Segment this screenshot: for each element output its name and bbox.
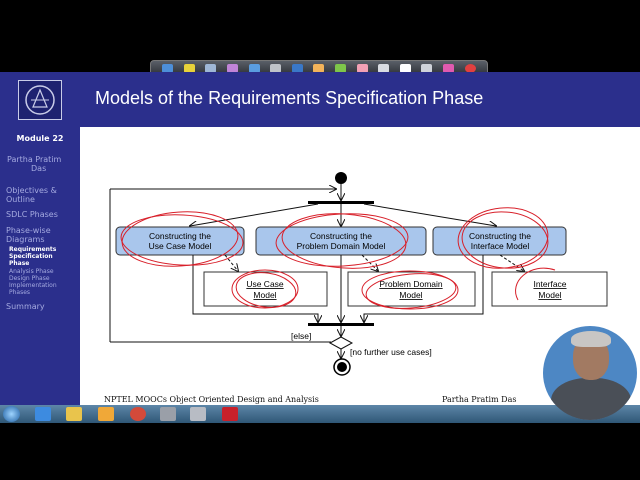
- join-bar: [308, 323, 374, 326]
- module-label: Module 22: [16, 134, 64, 143]
- chrome-icon[interactable]: [130, 407, 146, 421]
- line-icon[interactable]: [248, 64, 260, 73]
- author-line1: Partha Pratim: [7, 155, 62, 164]
- nav-current-3[interactable]: Phase: [9, 260, 30, 267]
- object3-line2: Model: [538, 290, 561, 300]
- slide-sidebar: Module 22 Partha Pratim Das Objectives &…: [0, 72, 80, 407]
- activity3-line1: Constructing the: [469, 231, 531, 241]
- activity-interface: [432, 226, 567, 256]
- fork-bar: [308, 201, 374, 204]
- shape-icon[interactable]: [270, 64, 282, 73]
- object-interface-model: [491, 271, 608, 307]
- eraser-icon[interactable]: [356, 64, 368, 73]
- marker-icon[interactable]: [227, 64, 239, 73]
- object1-line2: Model: [253, 290, 276, 300]
- screen-icon[interactable]: [291, 64, 303, 73]
- nav-sdlc-phases[interactable]: SDLC Phases: [6, 210, 58, 219]
- nav-objectives[interactable]: Objectives &: [6, 186, 57, 195]
- object-use-case-model: [203, 271, 328, 307]
- red-annotations: [120, 207, 556, 310]
- top-black-bar: [0, 0, 640, 77]
- clear-icon[interactable]: [378, 64, 390, 73]
- pdf-reader-icon[interactable]: [222, 407, 238, 421]
- nav-summary[interactable]: Summary: [6, 302, 45, 311]
- explorer-icon[interactable]: [66, 407, 82, 421]
- object3-line1: Interface: [533, 279, 566, 289]
- bottom-black-bar: [0, 423, 640, 480]
- activity-use-case: [115, 226, 245, 256]
- nav-phase-wise[interactable]: Phase-wise: [6, 226, 51, 235]
- nav-current-2[interactable]: Specification: [9, 253, 53, 260]
- close-pen-icon[interactable]: [464, 64, 476, 73]
- slide-footer: NPTEL MOOCs Object Oriented Design and A…: [80, 394, 640, 407]
- pen-icon[interactable]: [205, 64, 217, 73]
- presenter-webcam: [543, 326, 637, 420]
- institute-logo: [18, 80, 62, 120]
- ie-icon[interactable]: [35, 407, 51, 421]
- color-picker-icon[interactable]: [443, 64, 455, 73]
- guard-else: [else]: [291, 331, 311, 341]
- nav-outline[interactable]: Outline: [6, 195, 35, 204]
- object2-line2: Model: [399, 290, 422, 300]
- nav-implementation[interactable]: Implementation: [9, 282, 57, 289]
- select-icon[interactable]: [162, 64, 174, 73]
- highlighter-icon[interactable]: [183, 64, 195, 73]
- object1-line1: Use Case: [246, 279, 284, 289]
- tool-icon[interactable]: [190, 407, 206, 421]
- author-line2: Das: [31, 164, 47, 173]
- settings-icon[interactable]: [160, 407, 176, 421]
- start-button[interactable]: [3, 406, 20, 422]
- activity3-line2: Interface Model: [471, 241, 530, 251]
- activity1-line1: Constructing the: [149, 231, 211, 241]
- media-icon[interactable]: [98, 407, 114, 421]
- nav-phases[interactable]: Phases: [9, 289, 31, 296]
- footer-author: Partha Pratim Das: [442, 395, 517, 404]
- nav-design-phase[interactable]: Design Phase: [9, 275, 50, 282]
- slide-title: Models of the Requirements Specification…: [95, 88, 484, 108]
- dots-icon[interactable]: [421, 64, 433, 73]
- presentation-slide: Module 22 Partha Pratim Das Objectives &…: [0, 72, 640, 407]
- slide-titlebar: Models of the Requirements Specification…: [80, 72, 640, 127]
- nav-current-1[interactable]: Requirements: [9, 246, 57, 253]
- activity2-line1: Constructing the: [310, 231, 372, 241]
- activity-diagram: Constructing the Use Case Model Construc…: [109, 172, 608, 376]
- pencil-icon[interactable]: [313, 64, 325, 73]
- guard-no-further: [no further use cases]: [350, 347, 432, 357]
- green-marker-icon[interactable]: [335, 64, 347, 73]
- initial-node: [335, 172, 347, 184]
- activity2-line2: Problem Domain Model: [297, 241, 386, 251]
- footer-course: NPTEL MOOCs Object Oriented Design and A…: [104, 395, 319, 404]
- nav-analysis-phase[interactable]: Analysis Phase: [9, 268, 54, 275]
- activity1-line2: Use Case Model: [149, 241, 212, 251]
- pointer-icon[interactable]: [399, 64, 411, 73]
- nav-diagrams[interactable]: Diagrams: [6, 235, 45, 244]
- windows-taskbar: [0, 405, 640, 423]
- decision-node: [328, 336, 354, 350]
- object2-line1: Problem Domain: [379, 279, 443, 289]
